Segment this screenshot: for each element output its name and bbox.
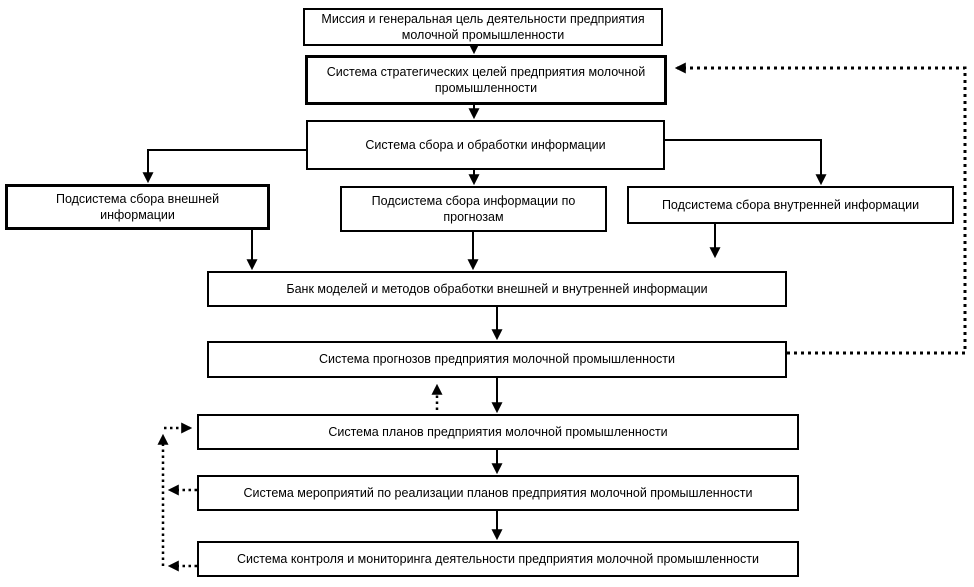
node-mission: Миссия и генеральная цель деятельности п… [303, 8, 663, 46]
node-internal-info-label: Подсистема сбора внутренней информации [661, 197, 920, 212]
node-external-info-label: Подсистема сбора внешней информации [55, 191, 220, 223]
node-mission-label: Миссия и генеральная цель деятельности п… [321, 11, 645, 43]
node-forecast-system: Система прогнозов предприятия молочной п… [207, 341, 787, 378]
node-strategic-goals-label: Система стратегических целей предприятия… [326, 64, 646, 96]
node-control-system: Система контроля и мониторинга деятельно… [197, 541, 799, 577]
node-model-bank: Банк моделей и методов обработки внешней… [207, 271, 787, 307]
node-info-collection-label: Система сбора и обработки информации [365, 137, 606, 152]
node-measures-system: Система мероприятий по реализации планов… [197, 475, 799, 511]
edge-infocollection-to-externalinfo [142, 149, 306, 184]
node-control-system-label: Система контроля и мониторинга деятельно… [237, 551, 759, 566]
node-plan-system: Система планов предприятия молочной пром… [197, 414, 799, 450]
edge-infocollection-to-internalinfo [665, 139, 827, 186]
node-plan-system-label: Система планов предприятия молочной пром… [328, 424, 668, 439]
node-internal-info: Подсистема сбора внутренней информации [627, 186, 954, 224]
node-forecast-info: Подсистема сбора информации по прогнозам [340, 186, 607, 232]
node-strategic-goals: Система стратегических целей предприятия… [305, 55, 667, 105]
node-forecast-info-label: Подсистема сбора информации по прогнозам [371, 193, 576, 225]
node-forecast-system-label: Система прогнозов предприятия молочной п… [319, 352, 675, 367]
node-model-bank-label: Банк моделей и методов обработки внешней… [286, 281, 708, 296]
node-external-info: Подсистема сбора внешней информации [5, 184, 270, 230]
node-measures-system-label: Система мероприятий по реализации планов… [243, 485, 753, 500]
node-info-collection: Система сбора и обработки информации [306, 120, 665, 170]
